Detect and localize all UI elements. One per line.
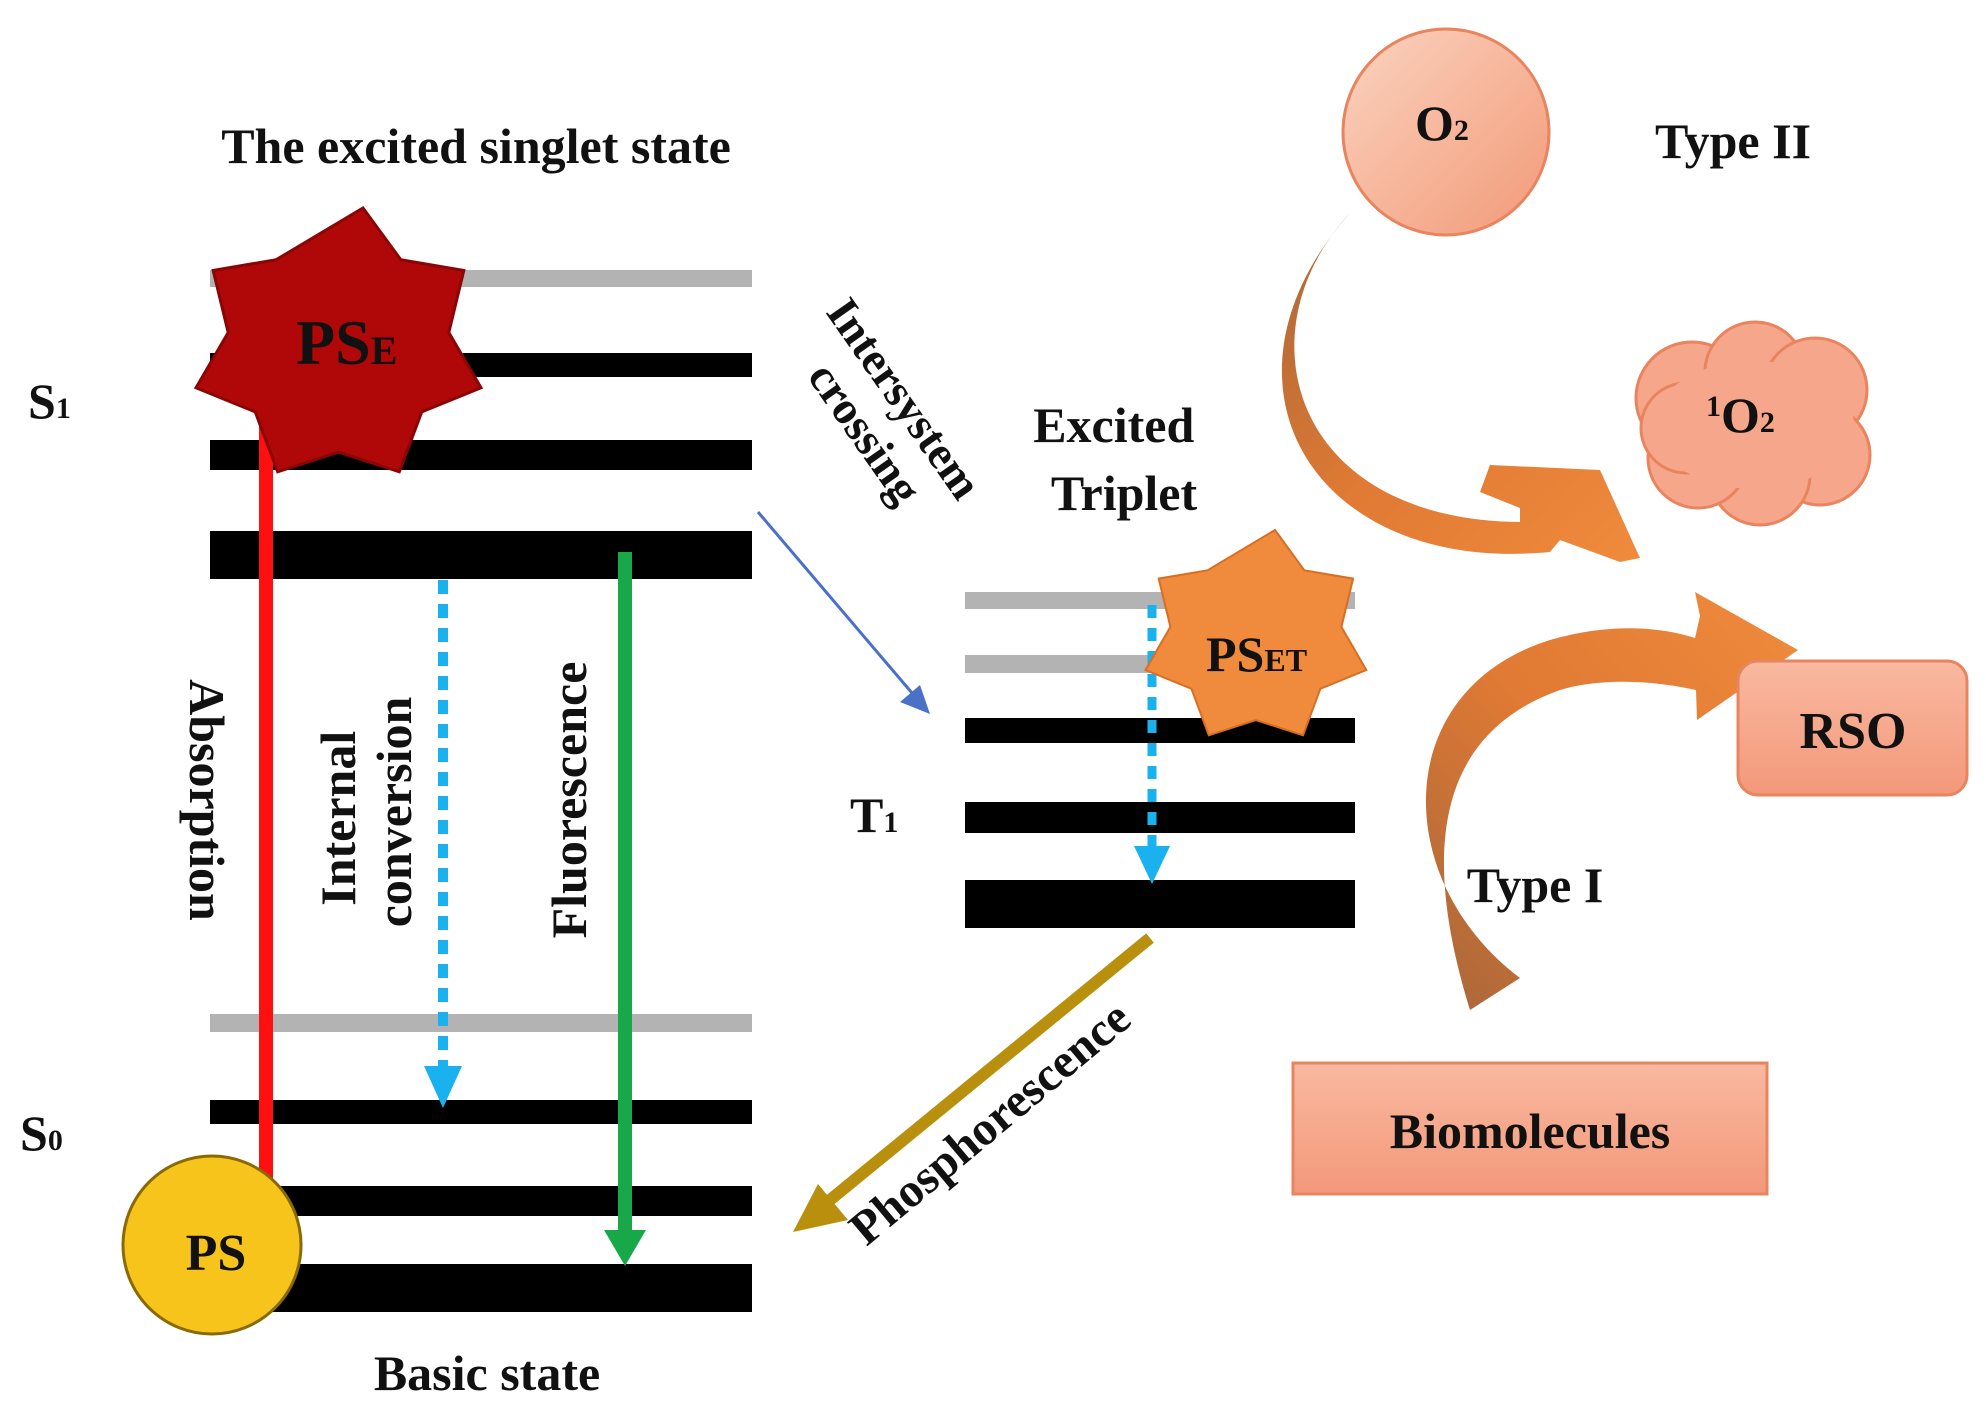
internal-conversion-arrowhead — [424, 1066, 462, 1108]
s0-vibrational-level-1 — [210, 1264, 752, 1312]
t1-vibrational-level-2 — [965, 802, 1355, 833]
type-ii-label: Type II — [1655, 113, 1811, 169]
biomolecules-box — [1291, 1061, 1769, 1196]
pse-star-icon — [193, 206, 484, 474]
singlet-state-title: The excited singlet state — [221, 118, 731, 174]
ps-label: PS — [186, 1225, 247, 1282]
singlet-oxygen-label: 1O2 — [1706, 387, 1775, 443]
s1-label: S1 — [28, 373, 71, 429]
intersystem-crossing-label: Intersystem crossing — [774, 289, 998, 548]
o2-label: O2 — [1415, 95, 1469, 151]
s0-vibrational-level-3 — [210, 1100, 752, 1124]
rso-box — [1736, 659, 1969, 797]
s0-vibrational-level-4 — [210, 1014, 752, 1032]
pse-label: PSE — [296, 307, 397, 378]
excited-triplet-label: Excited Triplet — [1033, 397, 1207, 521]
absorption-label: Absorption — [179, 679, 235, 921]
triplet-internal-conversion-arrowhead — [1134, 846, 1170, 884]
singlet-oxygen-cloud-fill — [1654, 361, 1854, 489]
rso-label: RSO — [1800, 703, 1907, 760]
intersystem-crossing-arrow — [756, 511, 914, 694]
o2-circle-icon — [1341, 27, 1551, 237]
fluorescence-arrowhead — [604, 1230, 646, 1266]
s1-vibrational-level-1 — [210, 531, 752, 579]
type-i-curved-arrow — [1425, 592, 1798, 1010]
phosphorescence-arrowhead — [793, 1184, 848, 1232]
t1-label: T1 — [850, 787, 898, 843]
intersystem-crossing-arrowhead — [900, 685, 930, 714]
phosphorescence-arrow — [826, 933, 1154, 1205]
type-i-label: Type I — [1467, 857, 1604, 913]
ps-circle-icon — [121, 1154, 303, 1336]
basic-state-label: Basic state — [374, 1345, 600, 1401]
internal-conversion-label: Internal conversion — [310, 697, 422, 928]
phosphorescence-label: Phosphorescence — [840, 991, 1141, 1256]
s0-vibrational-level-2 — [210, 1186, 752, 1216]
fluorescence-label: Fluorescence — [541, 662, 597, 939]
biomolecules-label: Biomolecules — [1390, 1103, 1671, 1159]
pset-star-icon — [1144, 528, 1368, 737]
s0-label: S0 — [20, 1105, 63, 1161]
type-ii-curved-arrow — [1281, 212, 1640, 562]
t1-vibrational-level-1 — [965, 880, 1355, 928]
pset-label: PSET — [1206, 626, 1307, 682]
